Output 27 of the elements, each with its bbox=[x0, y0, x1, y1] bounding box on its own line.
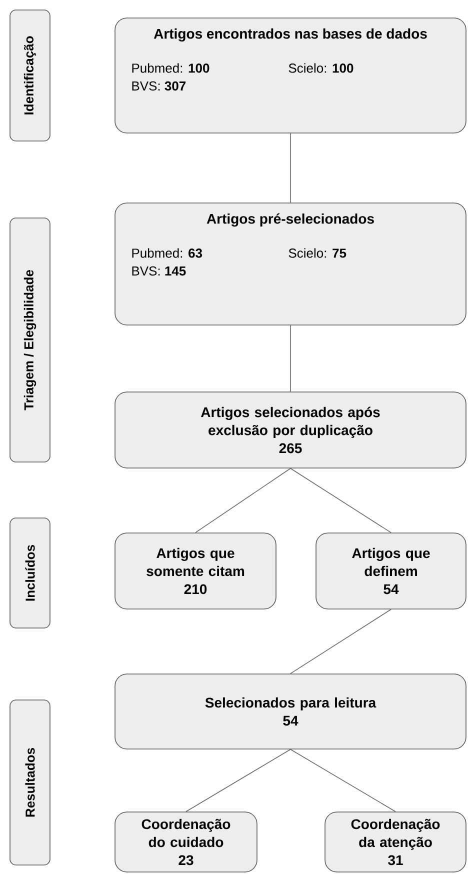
connector-line bbox=[290, 749, 396, 812]
process-box: Selecionados para leitura 54 bbox=[114, 674, 466, 750]
process-box: Coordenação da atenção 31 bbox=[324, 812, 466, 872]
connector-line bbox=[290, 609, 392, 674]
database-count: Scielo: 100 bbox=[288, 63, 354, 73]
process-box: Coordenação do cuidado 23 bbox=[114, 812, 258, 872]
connector-line bbox=[290, 325, 291, 392]
database-count: BVS: 307 bbox=[132, 81, 186, 91]
database-count: Pubmed: 100 bbox=[132, 63, 210, 73]
database-count: Pubmed: 63 bbox=[132, 248, 202, 258]
connector-line bbox=[290, 468, 392, 533]
stage-label: Resultados bbox=[10, 700, 50, 866]
stage-label: Incluídos bbox=[10, 518, 50, 628]
connector-line bbox=[290, 132, 291, 203]
process-box: Artigos que somente citam 210 bbox=[114, 532, 276, 610]
process-box: Artigos selecionados após exclusão por duplicação 265 bbox=[114, 392, 466, 468]
process-box bbox=[114, 18, 466, 134]
stage-label: Triagem / Elegibilidade bbox=[10, 218, 50, 462]
connector-line bbox=[195, 468, 291, 533]
process-box bbox=[114, 202, 466, 326]
database-count: BVS: 145 bbox=[132, 266, 186, 276]
database-count: Scielo: 75 bbox=[288, 248, 346, 258]
stage-label: Identificação bbox=[10, 10, 50, 142]
box-heading: Artigos encontrados nas bases de dados bbox=[154, 28, 427, 42]
process-box: Artigos que definem 54 bbox=[316, 532, 466, 610]
box-heading: Artigos pré-selecionados bbox=[206, 213, 374, 227]
connector-line bbox=[186, 749, 291, 812]
